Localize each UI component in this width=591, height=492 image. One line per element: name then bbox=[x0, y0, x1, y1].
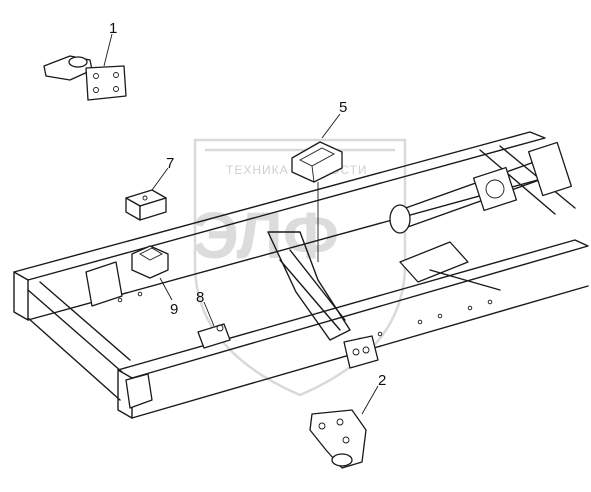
callout-2: 2 bbox=[378, 372, 386, 389]
callout-1: 1 bbox=[109, 20, 117, 37]
part-8-bracket bbox=[197, 301, 231, 349]
watermark-shield: ТЕХНИКА ОСТИ ЭЛФ bbox=[192, 138, 407, 397]
callout-7: 7 bbox=[166, 155, 174, 172]
part-5-pad bbox=[291, 113, 343, 262]
part-9-block bbox=[85, 245, 173, 307]
rear-cross-tube bbox=[389, 141, 573, 234]
watermark-big-text: ЭЛФ bbox=[192, 198, 339, 272]
callout-8: 8 bbox=[196, 289, 204, 306]
callout-5: 5 bbox=[339, 99, 347, 116]
part-1-bracket bbox=[43, 33, 127, 101]
watermark-text-left: ТЕХНИКА bbox=[226, 163, 289, 177]
frame-bracket bbox=[125, 335, 379, 409]
spring-assembly bbox=[267, 231, 501, 341]
part-2-bracket bbox=[309, 385, 379, 469]
part-7-block bbox=[125, 167, 169, 221]
callout-9: 9 bbox=[170, 301, 178, 318]
